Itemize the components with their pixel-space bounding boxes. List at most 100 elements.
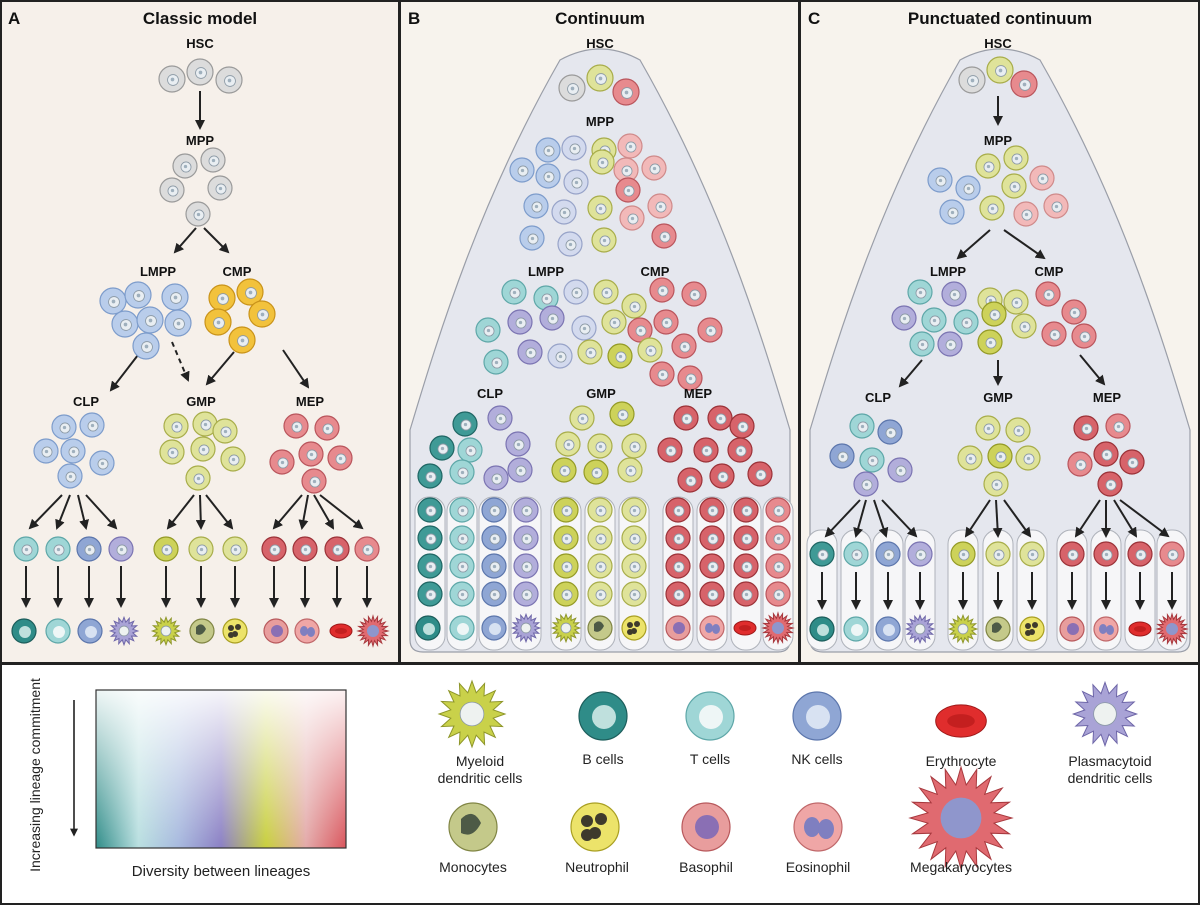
committed-cell: [483, 465, 509, 491]
lmpp-cell: [483, 349, 509, 375]
label-mpp-a: MPP: [186, 133, 215, 148]
lmpp-cell: [539, 305, 565, 331]
arrow: [1079, 354, 1106, 386]
tube-cell: [449, 525, 475, 551]
eosinophil-icon: [793, 802, 843, 852]
lmpp-cell: [164, 309, 192, 337]
arrow: [205, 494, 234, 530]
mpp-cell: [535, 163, 561, 189]
lmpp-cell: [161, 283, 189, 311]
lmpp-cell: [937, 331, 963, 357]
tube-cell: [553, 525, 579, 551]
lmpp-cell: [671, 333, 697, 359]
arrow: [205, 351, 235, 386]
label-clp-c: CLP: [865, 390, 891, 405]
tube-cell: [587, 497, 613, 523]
legend-label: Plasmacytoid: [1068, 753, 1151, 769]
label-mpp-b: MPP: [586, 114, 615, 129]
arrow: [272, 494, 303, 530]
arrow: [1003, 499, 1032, 538]
arrow: [1113, 499, 1138, 538]
basophil-icon: [665, 615, 691, 641]
arrow: [881, 499, 918, 538]
label-gmp-b: GMP: [586, 386, 616, 401]
lmpp-cell: [577, 339, 603, 365]
mpp-cell: [975, 153, 1001, 179]
hsc-cell: [986, 56, 1014, 84]
mep-cell: [1119, 449, 1145, 475]
legend-label: Monocytes: [439, 859, 507, 875]
t-cell-icon: [45, 618, 71, 644]
myeloid-dendritic-cell-icon: [437, 679, 507, 749]
tube-cell: [733, 553, 759, 579]
legend-item: B cells: [578, 691, 628, 767]
nk-cell-icon: [481, 615, 507, 641]
lmpp-cell: [649, 361, 675, 387]
lmpp-cell: [607, 343, 633, 369]
cells: [11, 56, 1189, 648]
lmpp-cell: [132, 332, 160, 360]
tube-cell: [449, 581, 475, 607]
basophil-icon: [1059, 616, 1085, 642]
mpp-cell: [641, 155, 667, 181]
lmpp-cell: [637, 337, 663, 363]
arrow: [873, 499, 889, 538]
clp-cell: [89, 450, 115, 476]
mep-cell: [314, 415, 340, 441]
neutrophil-icon: [222, 618, 248, 644]
mpp-cell: [207, 175, 233, 201]
tube-cell: [449, 553, 475, 579]
clp-cell: [877, 419, 903, 445]
arrows: [21, 91, 1177, 610]
legend-label: B cells: [582, 751, 623, 767]
panel-b-letter: B: [408, 9, 420, 28]
lmpp-cell: [563, 279, 589, 305]
label-clp-b: CLP: [477, 386, 503, 401]
tube-cell: [553, 581, 579, 607]
lmpp-cell: [891, 305, 917, 331]
myeloid-dendritic-cell-icon: [150, 615, 182, 647]
mep-cell: [283, 413, 309, 439]
mpp-cell: [551, 199, 577, 225]
tube-cell: [621, 525, 647, 551]
mpp-cell: [185, 201, 211, 227]
mpp-cell: [589, 149, 615, 175]
lmpp-cell: [653, 309, 679, 335]
myeloid-dendritic-cell-icon: [550, 612, 582, 644]
mpp-cell: [651, 223, 677, 249]
arrow: [77, 494, 89, 530]
lmpp-cell: [547, 343, 573, 369]
hsc-cell: [586, 64, 614, 92]
clp-cell: [859, 447, 885, 473]
tube-cell: [417, 581, 443, 607]
label-hsc-c: HSC: [984, 36, 1012, 51]
lmpp-cell: [501, 279, 527, 305]
legend-label: dendritic cells: [438, 770, 523, 786]
clp-cell: [849, 413, 875, 439]
tube-cell: [587, 553, 613, 579]
lmpp-cell: [507, 309, 533, 335]
label-mep-b: MEP: [684, 386, 713, 401]
tube-cell: [665, 553, 691, 579]
lmpp-cell: [475, 317, 501, 343]
mpp-cell: [587, 195, 613, 221]
tube-cell: [481, 581, 507, 607]
mpp-cell: [557, 231, 583, 257]
lmpp-cell: [124, 281, 152, 309]
lmpp-cell: [697, 317, 723, 343]
mpp-cell: [563, 169, 589, 195]
clp-cell: [829, 443, 855, 469]
tube-cell: [449, 497, 475, 523]
lineage-progenitor-cell: [188, 536, 214, 562]
committed-cell: [569, 405, 595, 431]
mpp-cell: [1043, 193, 1069, 219]
label-clp-a: CLP: [73, 394, 99, 409]
tube-cell: [417, 553, 443, 579]
committed-cell: [505, 431, 531, 457]
arrow: [195, 494, 206, 530]
committed-cell: [555, 431, 581, 457]
label-lmpp-c: LMPP: [930, 264, 966, 279]
